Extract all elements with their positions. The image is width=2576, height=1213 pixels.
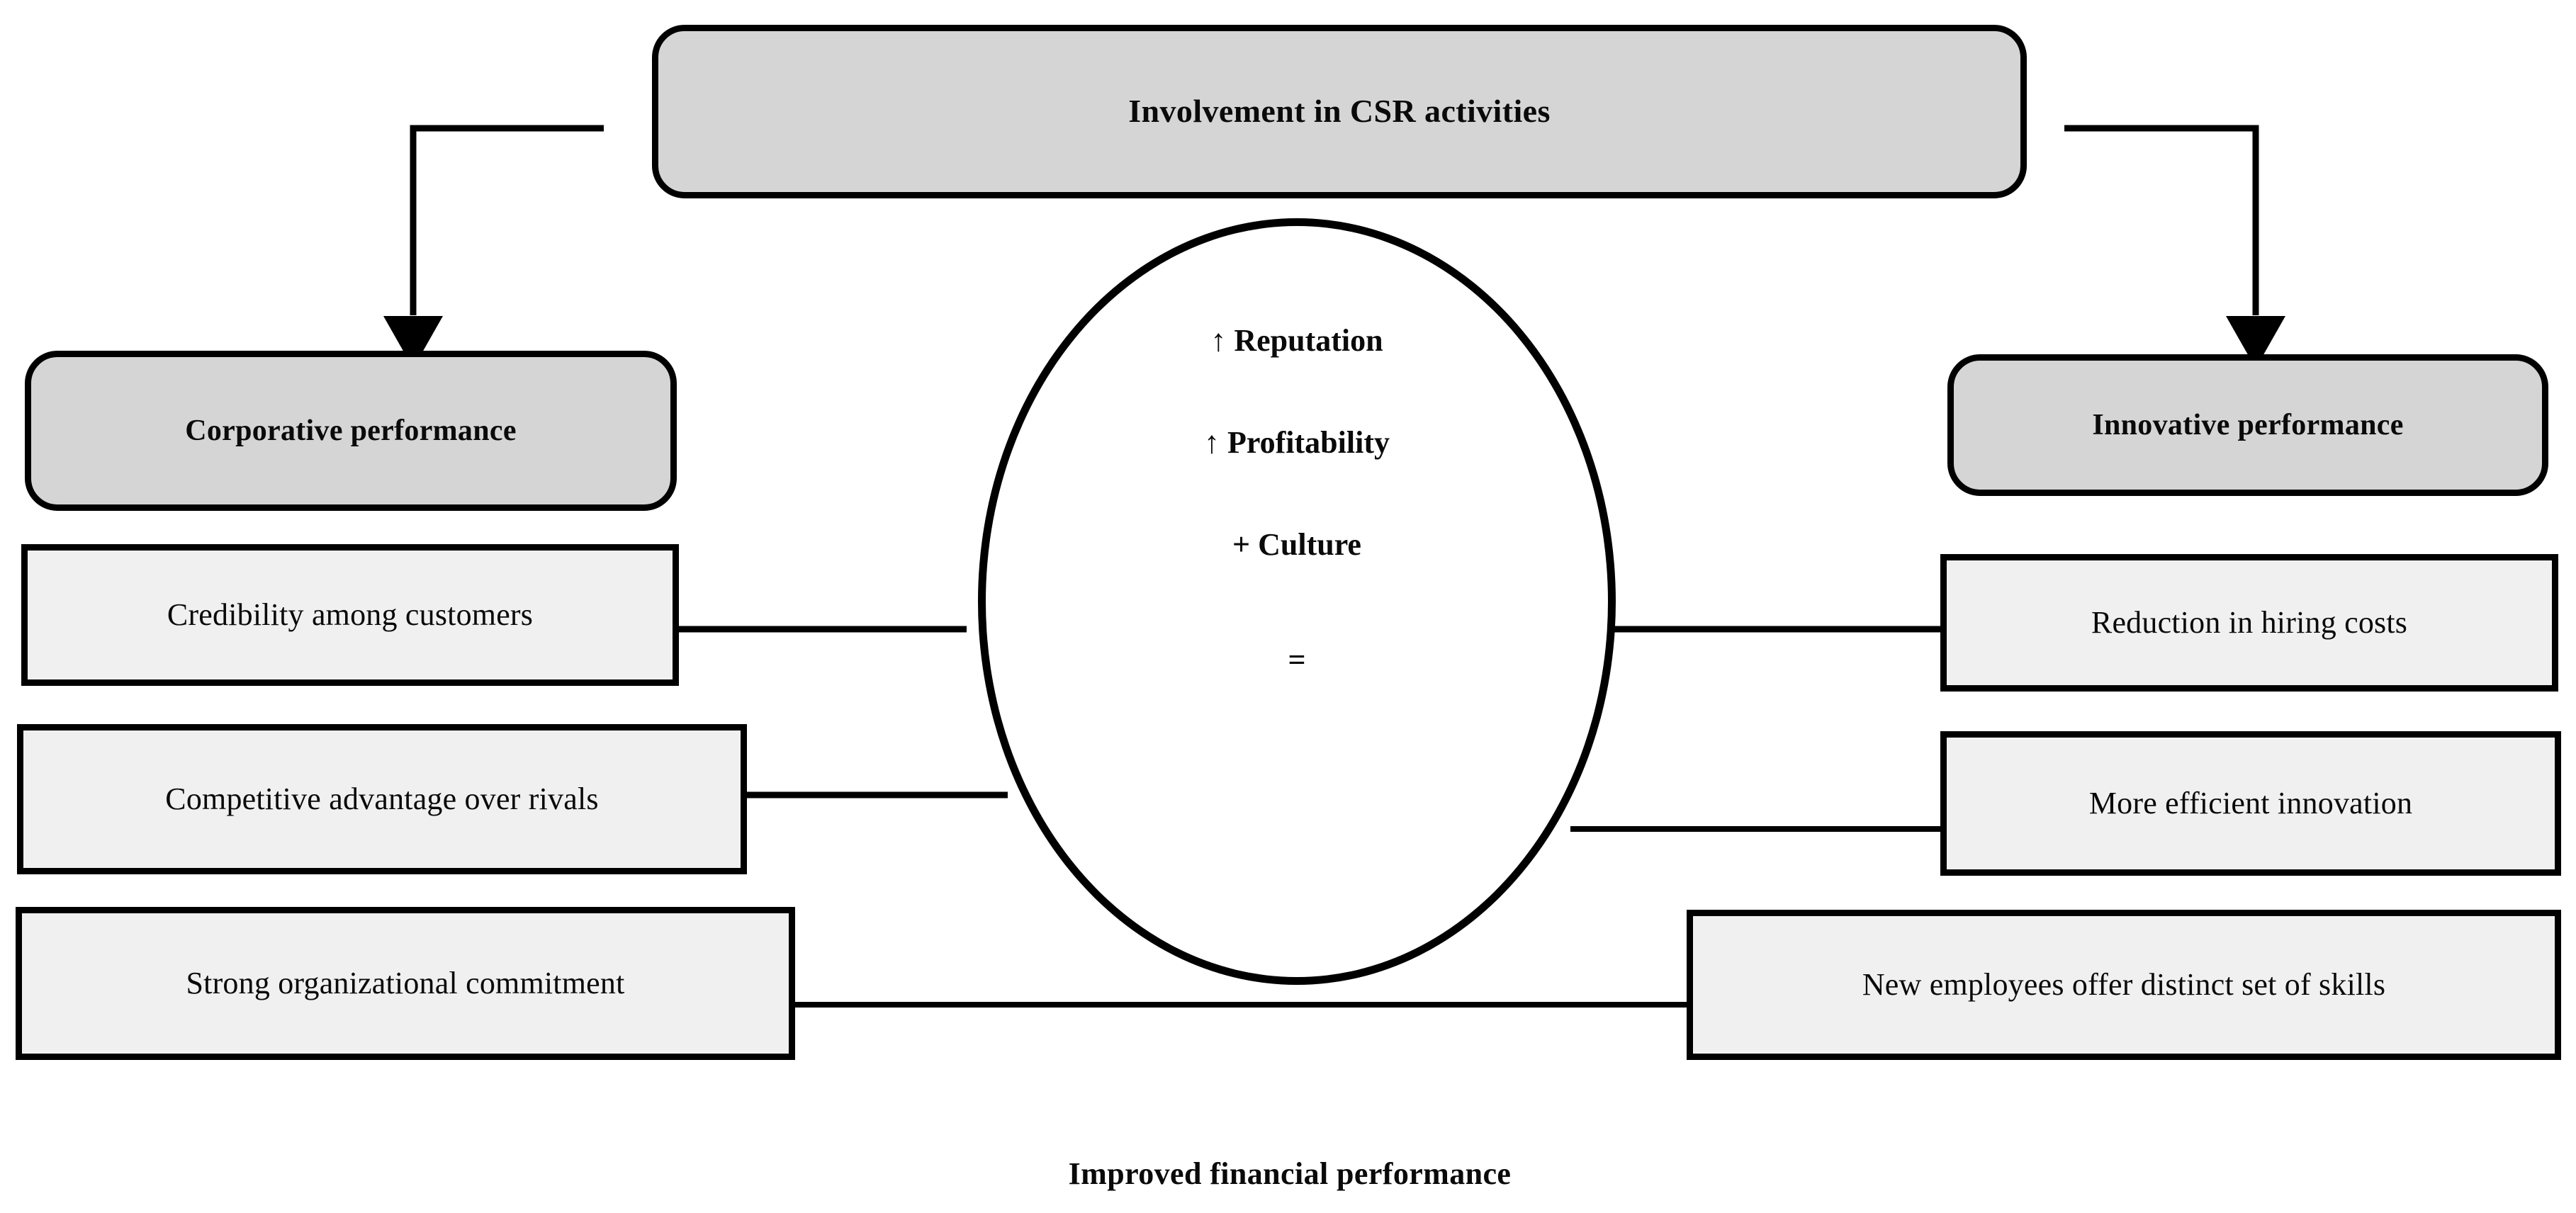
- node-credibility-among-customers[interactable]: Credibility among customers: [21, 544, 679, 686]
- node-label: New employees offer distinct set of skil…: [1862, 966, 2386, 1002]
- center-ellipse[interactable]: ↑ Reputation ↑ Profitability + Culture =: [978, 218, 1616, 985]
- footer-label: Improved financial performance: [1068, 1156, 1512, 1191]
- node-label: Reduction in hiring costs: [2091, 604, 2408, 640]
- node-label: Strong organizational commitment: [186, 965, 625, 1000]
- node-label: Involvement in CSR activities: [1128, 93, 1551, 130]
- footer-improved-financial-performance: Improved financial performance: [836, 1142, 1743, 1206]
- ellipse-line-reputation: ↑ Reputation: [1210, 323, 1383, 358]
- node-competitive-advantage-over-rivals[interactable]: Competitive advantage over rivals: [17, 724, 747, 874]
- node-label: More efficient innovation: [2088, 785, 2413, 820]
- center-ellipse-content: ↑ Reputation ↑ Profitability + Culture =: [986, 226, 1608, 977]
- ellipse-line-profitability: ↑ Profitability: [1204, 425, 1390, 460]
- node-more-efficient-innovation[interactable]: More efficient innovation: [1940, 731, 2561, 876]
- node-corporative-performance[interactable]: Corporative performance: [25, 351, 677, 511]
- node-label: Innovative performance: [2092, 408, 2404, 441]
- node-involvement-in-csr-activities[interactable]: Involvement in CSR activities: [652, 25, 2027, 198]
- node-label: Corporative performance: [185, 414, 517, 447]
- node-label: Competitive advantage over rivals: [165, 781, 599, 816]
- node-strong-organizational-commitment[interactable]: Strong organizational commitment: [16, 907, 795, 1060]
- ellipse-line-culture: + Culture: [1232, 527, 1361, 562]
- arrow-to-innovative-performance: [2064, 125, 2285, 368]
- ellipse-line-equals: =: [1288, 643, 1306, 677]
- arrow-to-corporative-performance: [383, 125, 604, 368]
- node-innovative-performance[interactable]: Innovative performance: [1947, 354, 2548, 496]
- node-new-employees-offer-distinct-set-of-skills[interactable]: New employees offer distinct set of skil…: [1687, 910, 2561, 1060]
- node-reduction-in-hiring-costs[interactable]: Reduction in hiring costs: [1940, 554, 2558, 692]
- node-label: Credibility among customers: [167, 597, 534, 632]
